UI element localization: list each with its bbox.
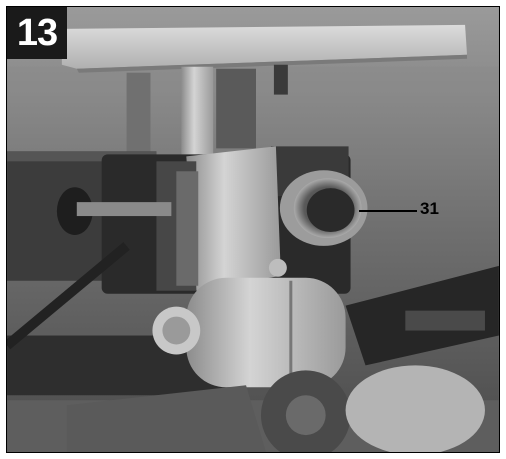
callout-label-31: 31: [420, 199, 439, 218]
figure-number-label: 13: [7, 7, 67, 59]
callout-line: [359, 210, 417, 212]
figure-13: 13 31: [6, 6, 500, 453]
scroll-saw-photo: [7, 7, 499, 452]
